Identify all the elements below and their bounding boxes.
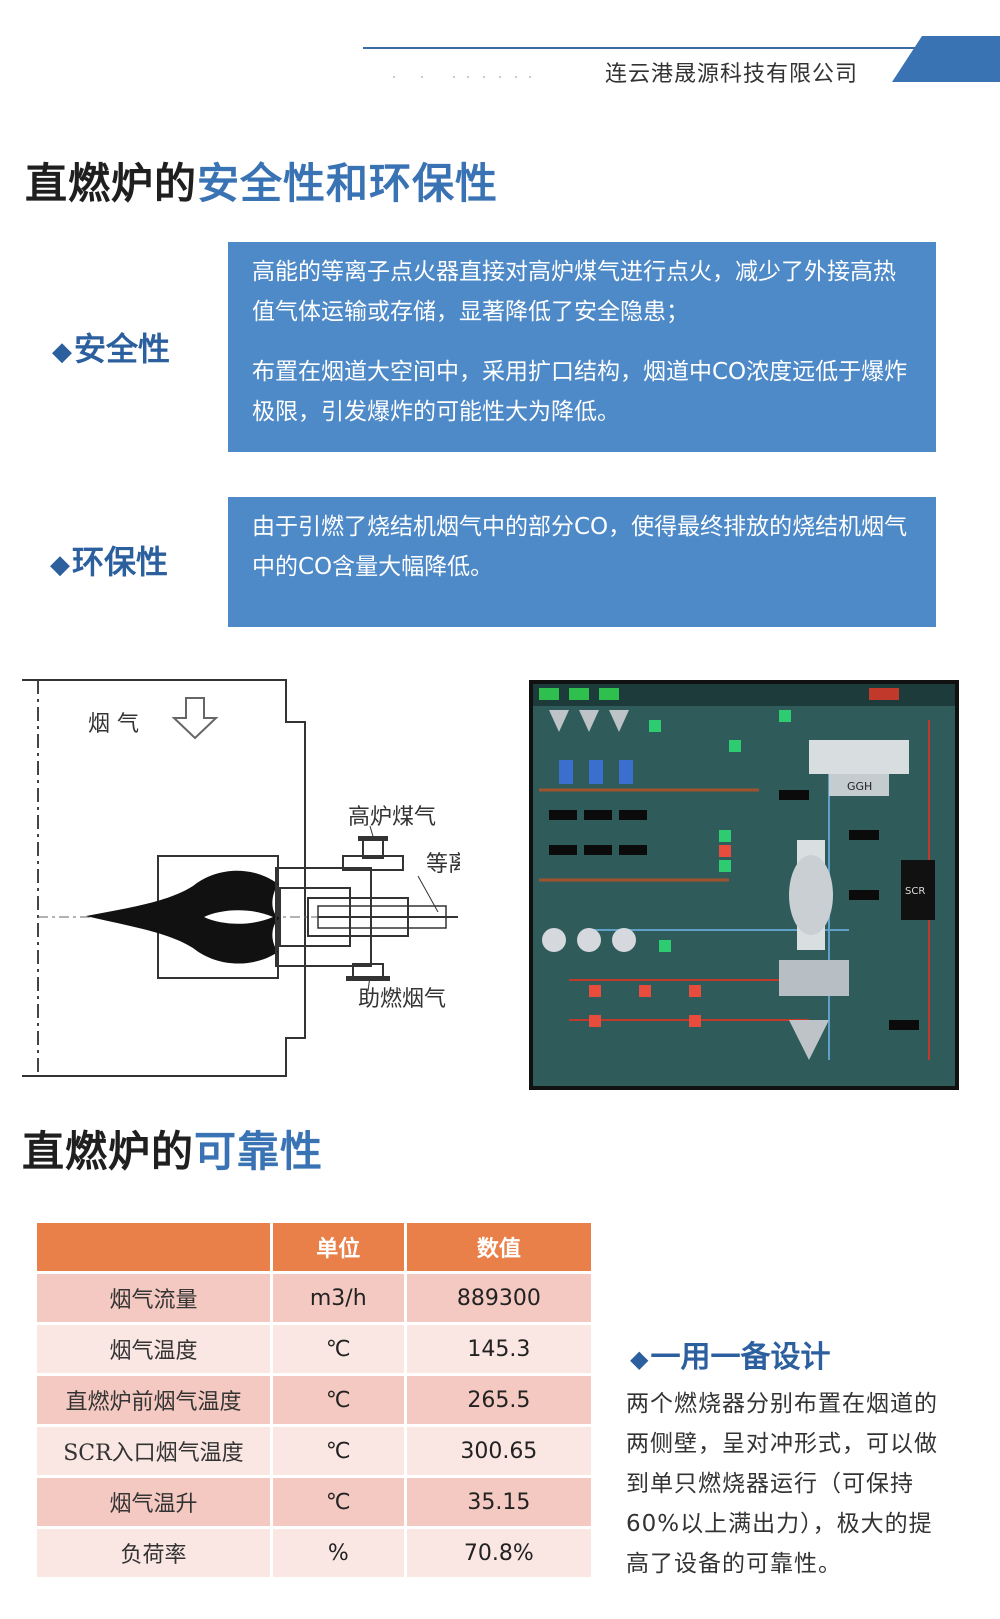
row-unit: ℃ [272, 1325, 404, 1373]
plasma-label: 等离子 [426, 852, 460, 877]
title-blue-part: 可靠性 [194, 1127, 324, 1176]
row-unit: m3/h [272, 1274, 404, 1322]
table-row: 烟气流量 m3/h 889300 [37, 1274, 591, 1322]
diamond-icon: ◆ [50, 550, 70, 580]
row-value: 889300 [406, 1274, 591, 1322]
section-title-safety-env: 直燃炉的安全性和环保性 [25, 150, 498, 211]
table-header-unit: 单位 [272, 1223, 404, 1271]
diamond-icon: ◆ [630, 1345, 649, 1373]
section-title-reliability: 直燃炉的可靠性 [22, 1118, 323, 1179]
row-name: 烟气流量 [37, 1274, 270, 1322]
safety-paragraph-2: 布置在烟道大空间中，采用扩口结构，烟道中CO浓度远低于爆炸极限，引发爆炸的可能性… [252, 359, 908, 425]
diamond-icon: ◆ [52, 337, 72, 367]
table-row: 烟气温度 ℃ 145.3 [37, 1325, 591, 1373]
table-header-row: 单位 数值 [37, 1223, 591, 1271]
table-header-blank [37, 1223, 270, 1271]
title-black-part: 直燃炉的 [25, 159, 198, 208]
row-name: SCR入口烟气温度 [37, 1427, 270, 1475]
company-name: 连云港晟源科技有限公司 [605, 62, 859, 87]
row-value: 145.3 [406, 1325, 591, 1373]
header-dots [393, 76, 531, 78]
standby-description: 两个燃烧器分别布置在烟道的两侧壁，呈对冲形式，可以做到单只燃烧器运行（可保持60… [626, 1391, 938, 1577]
environment-label: ◆环保性 [50, 537, 168, 583]
safety-box: 高能的等离子点火器直接对高炉煤气进行点火，减少了外接高热值气体运输或存储，显著降… [228, 242, 936, 452]
row-unit: % [272, 1529, 404, 1577]
combustion-air-label: 助燃烟气 [358, 987, 446, 1012]
row-name: 负荷率 [37, 1529, 270, 1577]
table-row: 直燃炉前烟气温度 ℃ 265.5 [37, 1376, 591, 1424]
down-arrow-icon [171, 697, 219, 740]
row-unit: ℃ [272, 1376, 404, 1424]
row-unit: ℃ [272, 1478, 404, 1526]
environment-box: 由于引燃了烧结机烟气中的部分CO，使得最终排放的烧结机烟气中的CO含量大幅降低。 [228, 497, 936, 627]
table-row: SCR入口烟气温度 ℃ 300.65 [37, 1427, 591, 1475]
row-name: 烟气温度 [37, 1325, 270, 1373]
row-unit: ℃ [272, 1427, 404, 1475]
row-value: 300.65 [406, 1427, 591, 1475]
blast-furnace-gas-label: 高炉煤气 [348, 805, 436, 830]
flue-gas-label: 烟 气 [88, 712, 139, 737]
scr-label: SCR [905, 886, 925, 897]
table-row: 负荷率 % 70.8% [37, 1529, 591, 1577]
environment-label-text: 环保性 [72, 543, 169, 581]
burner-diagram: 烟 气 高炉煤气 等离子 助燃烟气 [22, 679, 460, 1077]
title-blue-part: 安全性和环保性 [197, 159, 499, 208]
reliability-table: 单位 数值 烟气流量 m3/h 889300 烟气温度 ℃ 145.3 直燃炉前… [34, 1220, 594, 1580]
standby-title-text: 一用一备设计 [650, 1340, 831, 1375]
row-value: 265.5 [406, 1376, 591, 1424]
title-black-part: 直燃炉的 [22, 1127, 195, 1176]
header-rule [363, 47, 923, 49]
safety-label: ◆安全性 [52, 324, 170, 370]
dcs-control-panel-image: GGH SCR [529, 680, 959, 1090]
environment-paragraph-1: 由于引燃了烧结机烟气中的部分CO，使得最终排放的烧结机烟气中的CO含量大幅降低。 [252, 514, 908, 580]
table-row: 烟气温升 ℃ 35.15 [37, 1478, 591, 1526]
header-tab-shape [892, 36, 1000, 82]
table-header-value: 数值 [406, 1223, 591, 1271]
row-value: 70.8% [406, 1529, 591, 1577]
ggh-label: GGH [847, 780, 872, 793]
safety-paragraph-1: 高能的等离子点火器直接对高炉煤气进行点火，减少了外接高热值气体运输或存储，显著降… [252, 259, 896, 325]
row-name: 烟气温升 [37, 1478, 270, 1526]
row-value: 35.15 [406, 1478, 591, 1526]
row-name: 直燃炉前烟气温度 [37, 1376, 270, 1424]
standby-title: ◆一用一备设计 [630, 1332, 830, 1376]
safety-label-text: 安全性 [74, 330, 171, 368]
